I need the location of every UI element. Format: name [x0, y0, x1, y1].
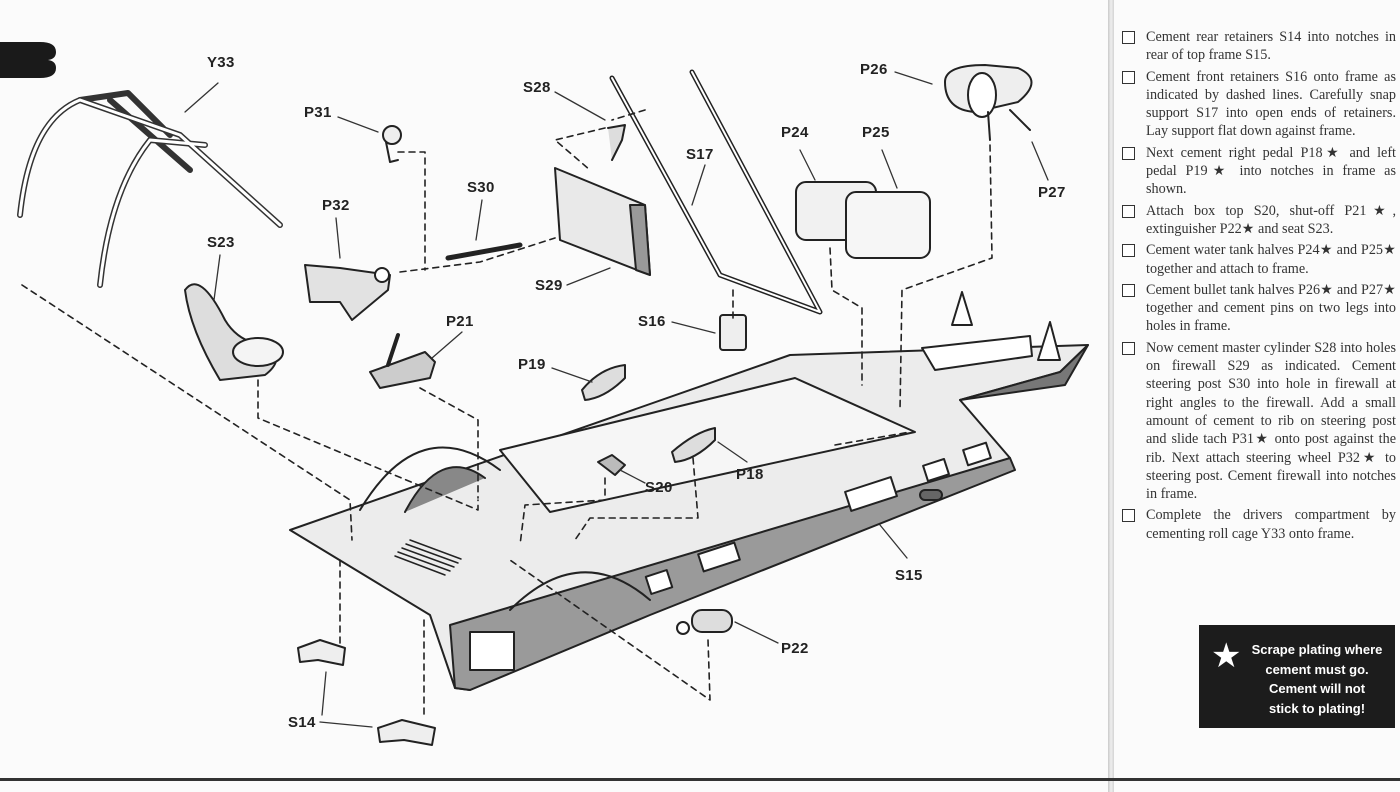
step-checkbox[interactable] — [1122, 244, 1135, 258]
box-top-s20 — [597, 454, 626, 476]
label-p26: P26 — [860, 61, 888, 78]
bullet-tank-p26-p27 — [944, 64, 1033, 141]
step-checkbox[interactable] — [1122, 204, 1135, 218]
instruction-step: Complete the drivers compartment by ceme… — [1120, 506, 1396, 543]
water-tank-p24-p25 — [795, 181, 931, 259]
retainer-s14-lower — [377, 719, 436, 746]
step-text: Now cement master cylinder S28 into hole… — [1146, 339, 1396, 503]
step-checkbox[interactable] — [1122, 70, 1135, 84]
label-p19: P19 — [518, 356, 546, 373]
step-checkbox[interactable] — [1122, 283, 1135, 297]
instruction-step: Cement front retainers S16 onto frame as… — [1120, 68, 1396, 141]
seat-s23 — [184, 283, 284, 381]
label-p18: P18 — [736, 466, 764, 483]
label-y33: Y33 — [207, 54, 235, 71]
shut-off-p21 — [369, 333, 436, 389]
step-number-badge: 3 — [0, 42, 56, 78]
label-s29: S29 — [535, 277, 563, 294]
warning-line: cement must go. — [1265, 661, 1369, 677]
instruction-step: Cement bullet tank halves P26★ and P27★ … — [1120, 281, 1396, 336]
label-s28: S28 — [523, 79, 551, 96]
instruction-step: Cement rear retainers S14 into notches i… — [1120, 28, 1396, 65]
label-s30: S30 — [467, 179, 495, 196]
firewall-s29 — [554, 167, 651, 276]
label-p22: P22 — [781, 640, 809, 657]
warning-line: Scrape plating where — [1251, 642, 1383, 657]
steering-wheel-p32 — [304, 264, 391, 321]
label-p24: P24 — [781, 124, 809, 141]
label-s23: S23 — [207, 234, 235, 251]
step-text: Cement bullet tank halves P26★ and P27★ … — [1146, 281, 1396, 335]
plating-warning-text: Scrape plating where cement must go. Cem… — [1243, 640, 1391, 718]
step-checkbox[interactable] — [1122, 146, 1135, 160]
warning-line: stick to plating! — [1268, 700, 1366, 716]
step-checkbox[interactable] — [1122, 509, 1135, 523]
star-icon: ★ — [1211, 637, 1242, 675]
label-p21: P21 — [446, 313, 474, 330]
step-text: Cement front retainers S16 onto frame as… — [1146, 68, 1396, 140]
step-text: Attach box top S20, shut-off P21★, extin… — [1146, 202, 1396, 237]
label-p25: P25 — [862, 124, 890, 141]
retainer-s14-upper — [297, 639, 346, 666]
label-s16: S16 — [638, 313, 666, 330]
pedal-p18 — [671, 427, 716, 463]
extinguisher-p22 — [676, 609, 733, 635]
step-checkbox[interactable] — [1122, 341, 1135, 355]
support-s17 — [609, 69, 823, 315]
instruction-step: Next cement right pedal P18★ and left pe… — [1120, 144, 1396, 199]
exploded-assembly-diagram — [17, 64, 1089, 746]
instruction-step: Attach box top S20, shut-off P21★, extin… — [1120, 202, 1396, 239]
step-text: Next cement right pedal P18★ and left pe… — [1146, 144, 1396, 198]
label-p32: P32 — [322, 197, 350, 214]
step-text: Cement rear retainers S14 into notches i… — [1146, 29, 1396, 64]
plating-warning-box: ★ Scrape plating where cement must go. C… — [1199, 625, 1395, 728]
tach-p31 — [382, 125, 402, 163]
label-s14: S14 — [288, 714, 316, 731]
step-text: Cement water tank halves P24★ and P25★ t… — [1146, 242, 1396, 277]
label-p27: P27 — [1038, 184, 1066, 201]
instruction-checklist: Cement rear retainers S14 into notches i… — [1120, 28, 1396, 546]
retainer-s16 — [719, 314, 747, 351]
label-s17: S17 — [686, 146, 714, 163]
page-fold — [1108, 0, 1114, 792]
warning-line: Cement will not — [1268, 681, 1366, 696]
label-s15: S15 — [895, 567, 923, 584]
instruction-step: Cement water tank halves P24★ and P25★ t… — [1120, 241, 1396, 278]
steering-post-s30 — [445, 242, 523, 261]
pedal-p19 — [581, 364, 626, 401]
master-cylinder-s28 — [607, 124, 626, 161]
step-checkbox[interactable] — [1122, 31, 1135, 44]
instruction-step: Now cement master cylinder S28 into hole… — [1120, 339, 1396, 504]
label-p31: P31 — [304, 104, 332, 121]
step-text: Complete the drivers compartment by ceme… — [1146, 507, 1396, 542]
label-s20: S20 — [645, 479, 673, 496]
bottom-rule — [0, 778, 1400, 781]
